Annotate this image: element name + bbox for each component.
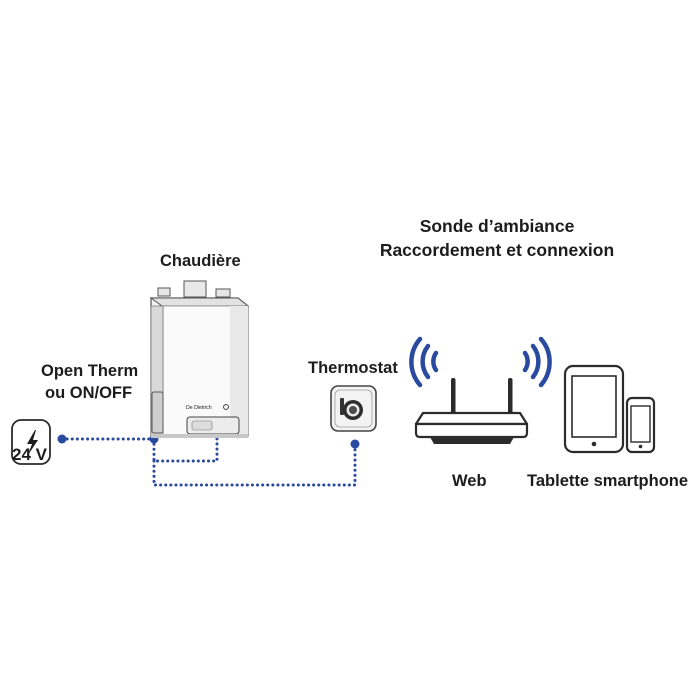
- connection-type-line1: Open Therm: [41, 362, 139, 380]
- tablet-icon: [563, 364, 625, 454]
- connection-type-line2: ou ON/OFF: [45, 384, 133, 402]
- router-icon: [414, 378, 529, 444]
- wire-boiler-loop: [152, 429, 219, 463]
- wifi-icon: [409, 336, 552, 388]
- power-label: 24 V: [12, 445, 47, 464]
- boiler-brand: De Dietrich: [186, 405, 212, 411]
- lightning-icon: [27, 430, 38, 455]
- node-power: [57, 434, 67, 444]
- power-socket: [11, 419, 51, 465]
- thermostat-label: Thermostat: [308, 359, 398, 377]
- header-subtitle: Raccordement et connexion: [379, 240, 615, 260]
- boiler-icon: De Dietrich: [149, 280, 250, 438]
- wire-boiler-to-thermostat: [152, 442, 357, 487]
- router-label: Web: [452, 472, 487, 490]
- boiler-label: Chaudière: [160, 252, 241, 270]
- smartphone-icon: [625, 396, 656, 454]
- wiring: [60, 429, 357, 487]
- node-thermostat: [350, 439, 360, 449]
- devices-label: Tablette smartphone: [527, 472, 689, 490]
- header-title: Sonde d’ambiance: [419, 216, 575, 236]
- thermostat-icon: [330, 385, 377, 432]
